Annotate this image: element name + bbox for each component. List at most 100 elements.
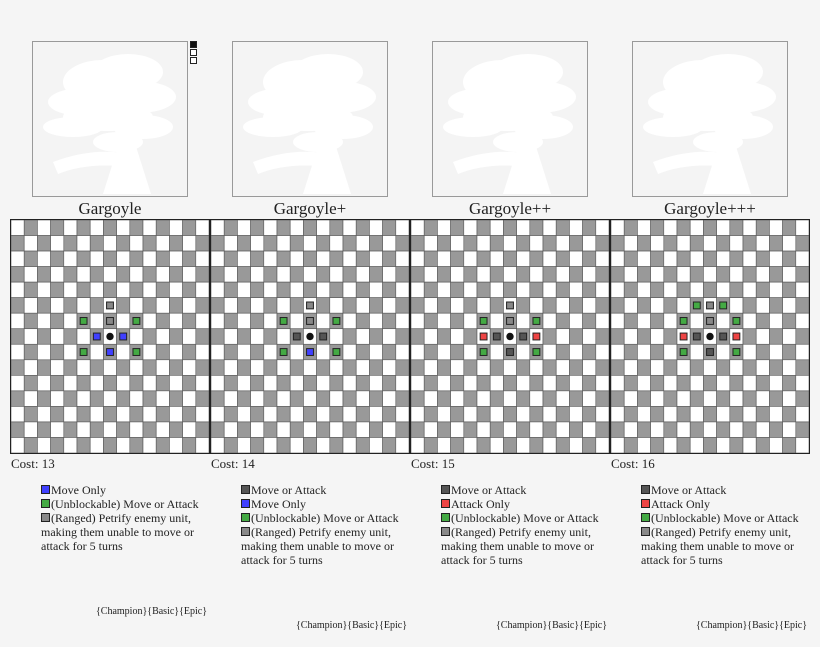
board-cell: [542, 312, 557, 330]
board-cell: [155, 297, 170, 314]
board-cell: [676, 266, 691, 283]
board-cell: [637, 250, 651, 267]
board-cell: [769, 250, 783, 267]
board-cell: [769, 421, 783, 438]
board-cell: [450, 437, 465, 453]
board-cell: [50, 406, 65, 423]
board-cell: [437, 312, 451, 330]
board-cell: [211, 359, 225, 376]
board-cell: [742, 359, 757, 376]
board-cell: [542, 266, 557, 283]
move-marker: [506, 301, 514, 310]
board-cell: [223, 250, 238, 267]
board-cell: [529, 235, 544, 252]
move-legend: Move Only(Unblockable) Move or Attack(Ra…: [41, 483, 201, 553]
board-cell: [182, 359, 197, 376]
board-cell: [782, 312, 797, 330]
board-cell: [663, 235, 678, 252]
board-cell: [37, 312, 51, 330]
legend-item: Attack Only: [641, 497, 801, 511]
board-cell: [182, 390, 197, 407]
board-cell: [142, 437, 157, 453]
board-cell: [316, 235, 331, 252]
legend-swatch: [241, 485, 250, 494]
board-cell: [795, 297, 809, 314]
board-cell: [742, 437, 757, 453]
board-cell: [516, 359, 531, 376]
board-cell: [516, 220, 531, 236]
board-cell: [103, 220, 117, 236]
board-cell: [755, 297, 770, 314]
board-cell: [755, 359, 770, 376]
move-marker: [679, 317, 688, 325]
board-cell: [463, 421, 478, 438]
board-cell: [795, 235, 809, 252]
board-cell: [142, 359, 157, 376]
board-cell: [129, 406, 144, 423]
board-cell: [37, 390, 51, 407]
board-cell: [476, 250, 491, 267]
board-cell: [489, 437, 504, 453]
board-cell: [116, 359, 131, 376]
board-cell: [263, 406, 278, 423]
board-cell: [50, 421, 65, 438]
board-cell: [382, 421, 397, 438]
board-cell: [250, 390, 265, 407]
board-cell: [595, 359, 609, 376]
board-cell: [650, 328, 665, 345]
piece-toggle-icons[interactable]: [190, 41, 197, 65]
board-cell: [195, 328, 209, 345]
board-cell: [50, 359, 65, 376]
board-cell: [411, 343, 425, 361]
board-cell: [742, 375, 757, 392]
board-cell: [169, 297, 183, 314]
board-cell: [342, 328, 357, 345]
board-cell: [89, 266, 104, 283]
board-cell: [689, 421, 704, 438]
board-cell: [103, 266, 117, 283]
board-cell: [355, 281, 370, 298]
board-cell: [689, 390, 704, 407]
board-cell: [676, 250, 691, 267]
board-cell: [450, 343, 465, 361]
board-cell: [211, 266, 225, 283]
board-cell: [237, 421, 251, 438]
board-cell: [569, 359, 583, 376]
board-cell: [382, 328, 397, 345]
board-cell: [395, 375, 409, 392]
board-cell: [142, 220, 157, 236]
board-cell: [423, 220, 438, 236]
board-cell: [263, 437, 278, 453]
board-cell: [382, 343, 397, 361]
board-cell: [676, 375, 691, 392]
board-cell: [37, 421, 51, 438]
white-piece-icon[interactable]: [190, 49, 197, 56]
board-cell: [623, 437, 638, 453]
legend-text: (Ranged) Petrify enemy unit, making them…: [641, 525, 794, 567]
board-cell: [650, 343, 665, 361]
board-cell: [623, 312, 638, 330]
board-cell: [250, 421, 265, 438]
board-cell: [611, 421, 625, 438]
board-cell: [542, 235, 557, 252]
white-piece-icon[interactable]: [190, 57, 197, 64]
board-cell: [142, 281, 157, 298]
board-cell: [211, 390, 225, 407]
board-cell: [395, 297, 409, 314]
board-cell: [542, 406, 557, 423]
board-cell: [195, 406, 209, 423]
legend-swatch: [241, 513, 250, 522]
board-cell: [489, 421, 504, 438]
board-cell: [782, 281, 797, 298]
board-cell: [103, 421, 117, 438]
board-cell: [382, 250, 397, 267]
board-cell: [703, 281, 717, 298]
board-cell: [755, 235, 770, 252]
unit-name: Gargoyle++: [468, 199, 552, 218]
board-cell: [382, 266, 397, 283]
board-cell: [542, 281, 557, 298]
black-piece-icon[interactable]: [190, 41, 197, 48]
board-cell: [529, 406, 544, 423]
board-cell: [595, 437, 609, 453]
board-cell: [63, 421, 78, 438]
